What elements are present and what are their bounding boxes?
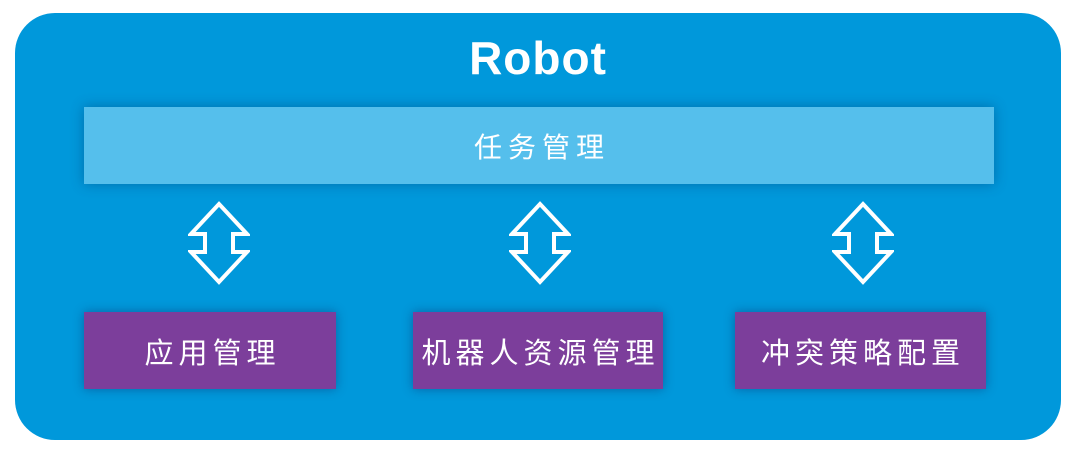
task-management-label: 任务管理 bbox=[473, 131, 610, 163]
diagram-title: Robot bbox=[469, 32, 607, 84]
up-down-arrow-icon bbox=[188, 201, 250, 285]
up-down-arrow-icon bbox=[509, 201, 571, 285]
module-box-conflict-policy-config: 冲突策略配置 bbox=[735, 312, 986, 389]
robot-system-container: Robot 任务管理 应用管理 机器人资源管理 冲突策略配置 bbox=[15, 13, 1061, 440]
module-label: 冲突策略配置 bbox=[760, 337, 965, 370]
up-down-arrow-icon bbox=[832, 201, 894, 285]
module-label: 应用管理 bbox=[144, 337, 281, 370]
module-box-robot-resource-management: 机器人资源管理 bbox=[413, 312, 663, 389]
task-management-bar: 任务管理 bbox=[84, 107, 994, 184]
module-box-app-management: 应用管理 bbox=[84, 312, 336, 389]
module-label: 机器人资源管理 bbox=[421, 337, 660, 370]
